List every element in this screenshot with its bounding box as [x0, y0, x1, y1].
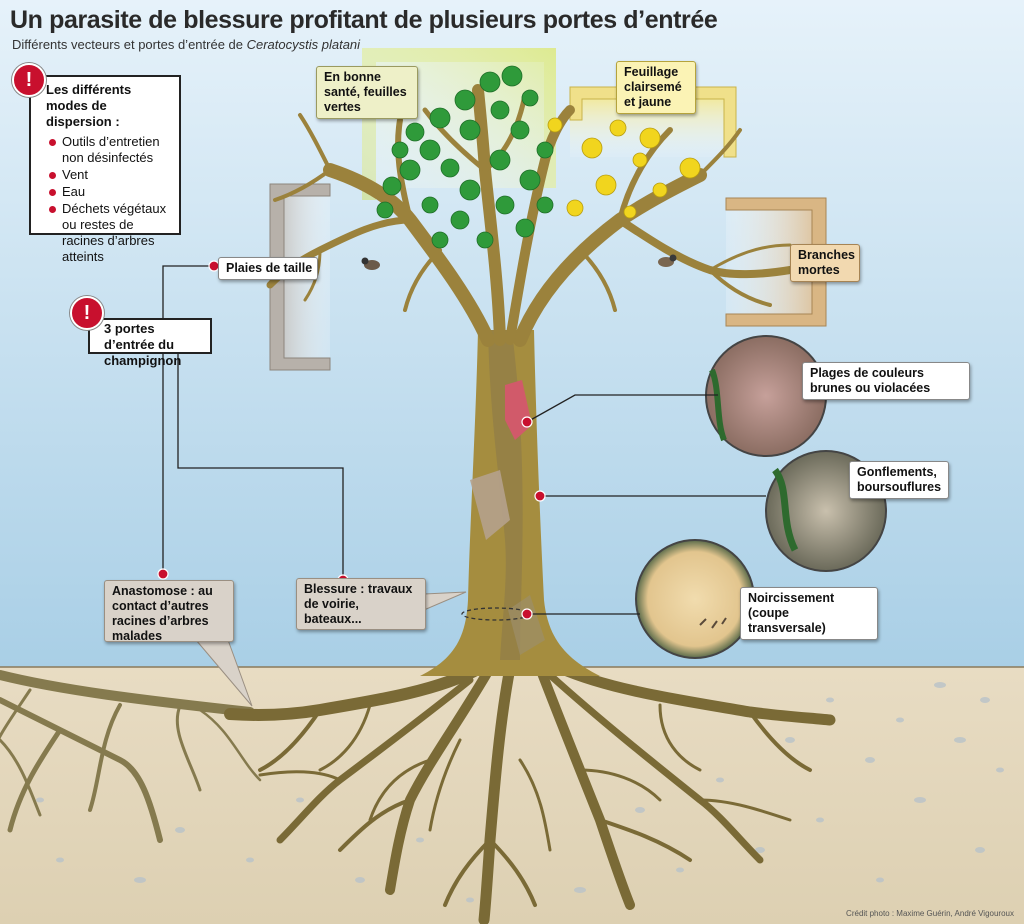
label-healthy: En bonne santé, feuilles vertes: [316, 66, 418, 119]
alert-icon: !: [12, 63, 46, 97]
subtitle-text: Différents vecteurs et portes d’entrée d…: [12, 37, 247, 52]
label-brown-stains: Plages de couleurs brunes ou violacées: [802, 362, 970, 400]
alert-icon: !: [70, 296, 104, 330]
label-wound: Blessure : travaux de voirie, bateaux...: [296, 578, 426, 630]
label-blackening: Noircissement (coupe transversale): [740, 587, 878, 640]
entry-points-box: 3 portes d’entrée du champignon: [88, 318, 212, 368]
page-title: Un parasite de blessure profitant de plu…: [10, 6, 718, 34]
dispersion-box: Les différents modes de dispersion : Out…: [29, 75, 181, 264]
label-anastomose: Anastomose : au contact d’autres racines…: [104, 580, 234, 643]
list-item: Vent: [46, 167, 171, 183]
label-swelling: Gonflements, boursouflures: [849, 461, 949, 499]
label-sparse-foliage: Feuillage clairsemé et jaune: [616, 61, 696, 114]
entry-points-text: 3 portes d’entrée du champignon: [104, 321, 182, 368]
dispersion-list: Outils d’entretien non désinfectés Vent …: [46, 134, 171, 265]
list-item: Outils d’entretien non désinfectés: [46, 134, 171, 166]
species-name: Ceratocystis platani: [246, 37, 361, 52]
page-subtitle: Différents vecteurs et portes d’entrée d…: [12, 37, 360, 52]
label-dead-branches: Branches mortes: [790, 244, 860, 282]
list-item: Eau: [46, 184, 171, 200]
list-item: Déchets végétaux ou restes de racines d’…: [46, 201, 171, 265]
photo-credit: Crédit photo : Maxime Guérin, André Vigo…: [846, 909, 1014, 918]
label-pruning-wounds: Plaies de taille: [218, 257, 318, 280]
dispersion-title: Les différents modes de dispersion :: [46, 82, 132, 129]
